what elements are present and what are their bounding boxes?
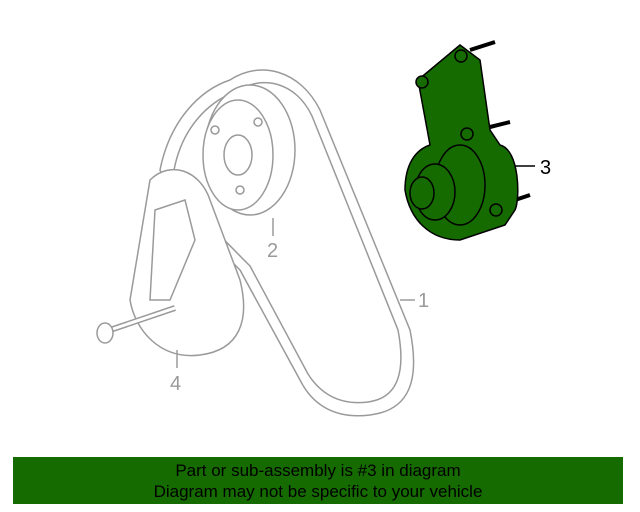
diagram-notice-banner: Part or sub-assembly is #3 in diagram Di… <box>13 457 623 504</box>
callout-4[interactable]: 4 <box>170 373 181 395</box>
callout-2[interactable]: 2 <box>267 240 278 262</box>
banner-line-disclaimer: Diagram may not be specific to your vehi… <box>153 482 483 501</box>
leader-lines <box>176 165 535 368</box>
callout-1[interactable]: 1 <box>418 290 429 312</box>
serpentine-belt <box>159 69 415 417</box>
callout-3[interactable]: 3 <box>540 157 551 179</box>
tensioner-assembly <box>96 169 245 357</box>
idler-pulley <box>202 84 296 216</box>
tensioner-part-3 <box>404 40 531 241</box>
banner-line-part: Part or sub-assembly is #3 in diagram <box>175 461 461 480</box>
parts-diagram: 1 2 3 4 <box>96 40 551 417</box>
